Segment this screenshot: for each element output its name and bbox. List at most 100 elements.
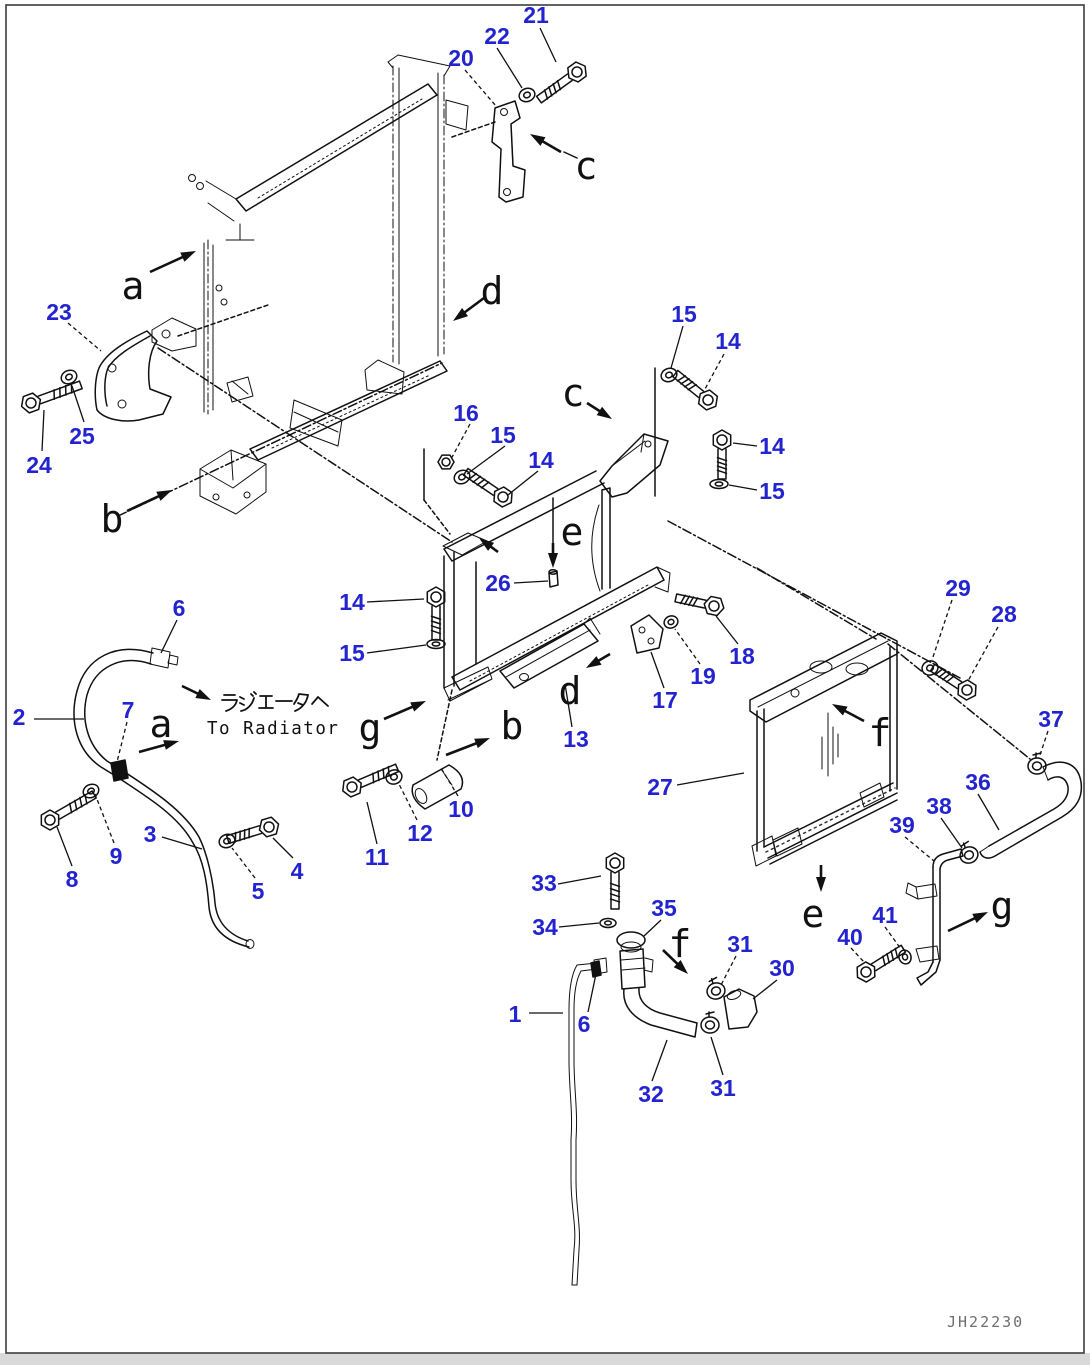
callout-number-3: 3 xyxy=(144,821,157,847)
leader-line xyxy=(539,27,557,63)
callout-number-14a: 14 xyxy=(528,447,554,473)
callout-number-11: 11 xyxy=(365,844,390,870)
callout-number-25: 25 xyxy=(69,423,95,449)
washer-15c xyxy=(709,478,729,490)
view-arrow-head xyxy=(474,738,490,749)
view-arrow-head xyxy=(453,308,469,321)
callout-number-26: 26 xyxy=(485,570,511,596)
leader-line xyxy=(719,955,737,988)
leader-line xyxy=(366,644,427,654)
view-letter-d1: d xyxy=(481,269,504,313)
callout-number-21: 21 xyxy=(523,2,549,28)
leader-line xyxy=(161,836,203,850)
bolt-14b xyxy=(672,369,719,411)
leader-lines xyxy=(34,27,1049,1082)
leader-line xyxy=(56,826,73,867)
view-letter-a2: a xyxy=(150,702,173,746)
callout-number-2: 2 xyxy=(13,704,26,730)
callout-number-33: 33 xyxy=(531,870,557,896)
to-radiator-annotation: ラジエータへ To Radiator xyxy=(207,691,339,739)
leader-line xyxy=(557,875,602,885)
leader-line xyxy=(651,1039,668,1082)
view-letter-e2: e xyxy=(802,892,825,936)
view-arrow-head xyxy=(832,704,848,716)
washer-29 xyxy=(921,660,939,676)
leader-line xyxy=(67,322,102,352)
construction-line xyxy=(563,151,578,159)
view-letter-g1: g xyxy=(359,706,382,750)
bolt-21 xyxy=(535,61,587,104)
en-annotation-text: To Radiator xyxy=(207,719,339,739)
bracket-23 xyxy=(94,330,172,422)
washer-12 xyxy=(385,769,403,785)
washer-22 xyxy=(518,87,536,103)
valve-26 xyxy=(548,569,559,588)
callout-number-13: 13 xyxy=(563,726,589,752)
view-arrows xyxy=(126,134,988,974)
callout-number-12: 12 xyxy=(407,820,433,846)
bracket-20 xyxy=(491,100,526,203)
bolt-40 xyxy=(856,944,907,983)
view-arrow-head xyxy=(548,553,558,568)
view-arrow-head xyxy=(163,740,179,750)
washer-15a xyxy=(453,469,471,485)
construction-line xyxy=(423,499,451,535)
view-letter-e1: e xyxy=(561,510,584,554)
clamp-31b xyxy=(700,1011,720,1034)
view-arrow-head xyxy=(816,877,826,892)
bolt-14a xyxy=(462,467,513,508)
leader-line xyxy=(728,484,758,491)
view-arrow xyxy=(445,740,483,757)
leader-line xyxy=(967,626,999,682)
construction-line xyxy=(436,689,453,761)
washer-25 xyxy=(60,369,78,385)
view-letter-b2: b xyxy=(501,704,524,748)
washer-19 xyxy=(663,615,679,629)
callout-number-19: 19 xyxy=(690,663,716,689)
callout-number-14c: 14 xyxy=(759,433,785,459)
callout-number-40: 40 xyxy=(837,924,863,950)
construction-line xyxy=(451,121,496,138)
leader-line xyxy=(41,409,45,452)
callout-number-1: 1 xyxy=(509,1001,522,1027)
callout-number-22: 22 xyxy=(484,23,510,49)
leader-line xyxy=(674,628,701,665)
callout-number-10: 10 xyxy=(448,796,474,822)
callout-number-18: 18 xyxy=(729,643,755,669)
view-arrow xyxy=(383,703,419,721)
washer-34 xyxy=(599,917,617,929)
callout-number-15c: 15 xyxy=(759,478,785,504)
view-arrow xyxy=(126,492,165,513)
callouts: 2122202324251615141514141514152613171918… xyxy=(13,2,1064,1107)
view-arrow-head xyxy=(586,656,602,668)
view-letter-c1: c xyxy=(575,144,598,188)
fan-shroud-assembly xyxy=(151,54,469,515)
callout-number-29: 29 xyxy=(945,575,971,601)
callout-number-24: 24 xyxy=(26,452,52,478)
callout-number-15d: 15 xyxy=(339,640,365,666)
view-arrow-head xyxy=(195,688,211,700)
leader-line xyxy=(94,793,115,844)
leader-line xyxy=(587,973,597,1013)
callout-number-39: 39 xyxy=(889,812,915,838)
drawing-border xyxy=(5,4,1085,1354)
callout-number-16: 16 xyxy=(453,400,479,426)
radiator-27 xyxy=(749,632,898,867)
leader-line xyxy=(1038,730,1049,759)
view-arrow-head xyxy=(673,960,688,974)
leader-line xyxy=(272,837,294,859)
leader-line xyxy=(507,470,539,496)
leader-line xyxy=(650,651,665,689)
leader-line xyxy=(904,836,935,862)
callout-number-31b: 31 xyxy=(710,1075,736,1101)
elbow-30 xyxy=(723,988,758,1030)
leader-line xyxy=(71,385,85,423)
fitting-6a xyxy=(149,647,179,669)
callout-number-15a: 15 xyxy=(490,422,516,448)
bolt-4 xyxy=(225,816,280,845)
view-arrow-head xyxy=(156,490,172,501)
callout-number-27: 27 xyxy=(647,774,673,800)
